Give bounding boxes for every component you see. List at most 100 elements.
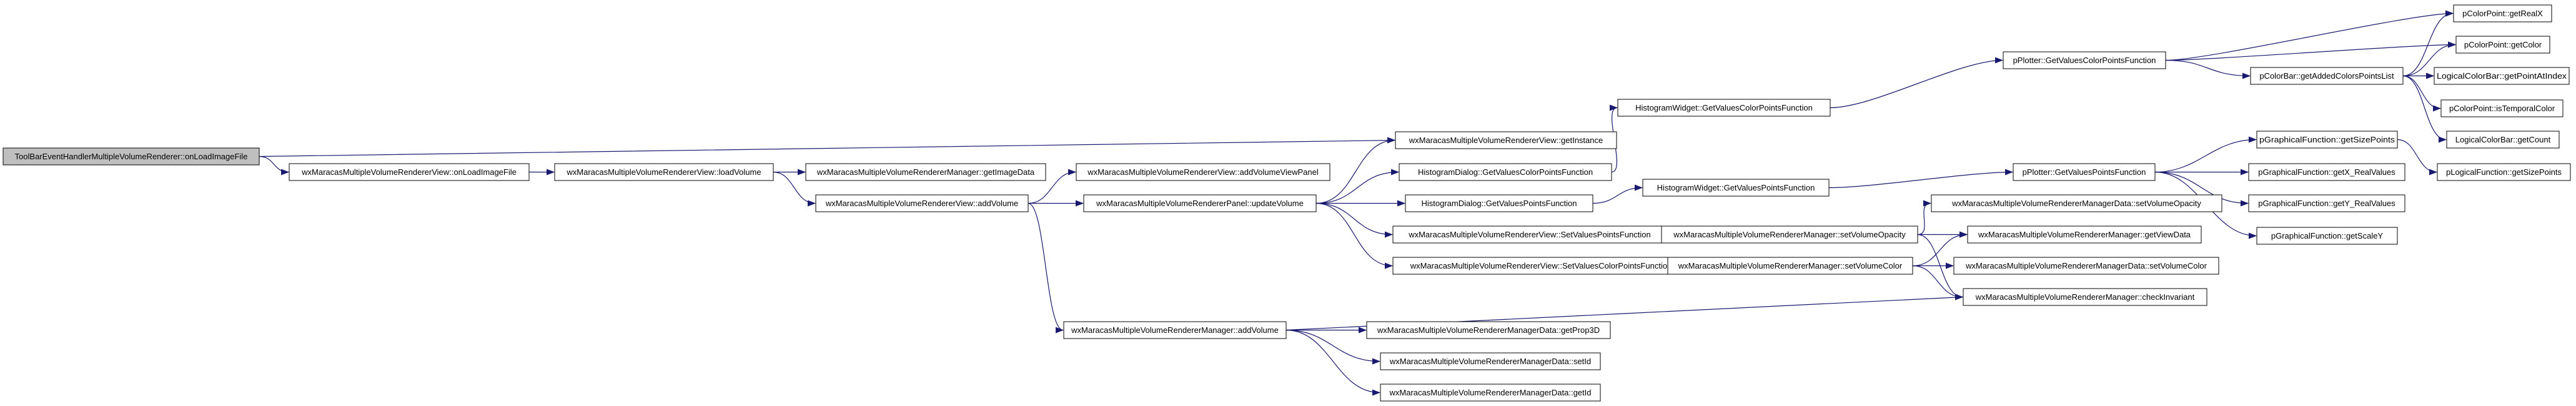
node-box <box>815 194 1029 212</box>
node-box <box>2 147 260 166</box>
edge-view_addVolume-mgr_addVolume <box>1028 202 1064 334</box>
node-hw_GetValuesPointsFunction[interactable]: HistogramWidget::GetValuesPointsFunction <box>1642 179 1830 197</box>
node-mgrdata_getId[interactable]: wxMaracasMultipleVolumeRendererManagerDa… <box>1380 384 1601 402</box>
node-label: pColorPoint::getRealX <box>2462 9 2543 18</box>
node-label: wxMaracasMultipleVolumeRendererManagerDa… <box>1389 388 1592 397</box>
node-pplotter_GetValuesColorPointsFunction[interactable]: pPlotter::GetValuesColorPointsFunction <box>2003 51 2166 69</box>
node-pcp_getRealX[interactable]: pColorPoint::getRealX <box>2453 4 2552 22</box>
edge-panel_updateVolume-view_SetValuesPointsFunction <box>1315 202 1393 238</box>
edge-pgf_getSizePoints-plf_getSizePoints <box>2397 139 2437 176</box>
node-label: wxMaracasMultipleVolumeRendererManager::… <box>1975 292 2195 302</box>
node-panel_updateVolume[interactable]: wxMaracasMultipleVolumeRendererPanel::up… <box>1083 194 1317 212</box>
edge-panel_updateVolume-hd_GetValuesColorPointsFunction <box>1315 169 1399 204</box>
node-box <box>1392 225 1667 244</box>
node-label: pColorPoint::isTemporalColor <box>2449 104 2555 113</box>
node-box <box>2455 36 2550 54</box>
node-pcp_getColor[interactable]: pColorPoint::getColor <box>2455 36 2550 54</box>
node-view_SetValuesColorPointsFunction[interactable]: wxMaracasMultipleVolumeRendererView::Set… <box>1392 257 1690 275</box>
node-label: ToolBarEventHandlerMultipleVolumeRendere… <box>15 152 248 161</box>
node-mgr_setVolumeColor[interactable]: wxMaracasMultipleVolumeRendererManager::… <box>1667 257 1913 275</box>
node-box <box>2013 163 2156 181</box>
node-lcb_getPointAtIndex[interactable]: LogicalColorBar::getPointAtIndex <box>2434 67 2570 85</box>
edge-pplotter_GetValuesColorPointsFunction-pcp_getRealX <box>2165 10 2454 61</box>
node-box <box>1931 194 2222 212</box>
node-pgf_getSizePoints[interactable]: pGraphicalFunction::getSizePoints <box>2256 131 2398 149</box>
node-box <box>1405 194 1593 212</box>
node-label: wxMaracasMultipleVolumeRendererView::get… <box>1409 136 1603 145</box>
node-view_onLoadImageFile[interactable]: wxMaracasMultipleVolumeRendererView::onL… <box>289 163 530 181</box>
node-label: wxMaracasMultipleVolumeRendererManagerDa… <box>1965 261 2207 270</box>
node-mgr_getViewData[interactable]: wxMaracasMultipleVolumeRendererManager::… <box>1967 225 2202 244</box>
node-label: HistogramWidget::GetValuesPointsFunction <box>1657 183 1815 192</box>
edge-pcb_getAddedColorsPointsList-pcp_getRealX <box>2402 10 2454 77</box>
node-view_addVolume[interactable]: wxMaracasMultipleVolumeRendererView::add… <box>815 194 1029 212</box>
edge-pcb_getAddedColorsPointsList-lcb_getCount <box>2402 75 2447 143</box>
node-lcb_getCount[interactable]: LogicalColorBar::getCount <box>2446 131 2560 149</box>
node-label: pGraphicalFunction::getScaleY <box>2271 231 2384 240</box>
edge-root-view_onLoadImageFile <box>259 156 289 176</box>
node-pcp_isTemporalColor[interactable]: pColorPoint::isTemporalColor <box>2440 99 2564 117</box>
node-view_loadVolume[interactable]: wxMaracasMultipleVolumeRendererView::loa… <box>554 163 774 181</box>
node-label: wxMaracasMultipleVolumeRendererManager::… <box>1673 230 1906 239</box>
node-label: wxMaracasMultipleVolumeRendererManagerDa… <box>1389 357 1591 366</box>
node-box <box>2003 51 2166 69</box>
node-label: wxMaracasMultipleVolumeRendererView::add… <box>825 199 1018 208</box>
edge-view_addVolume-view_addVolumeViewPanel <box>1028 169 1076 204</box>
edge-view_loadVolume-view_addVolume <box>773 171 816 207</box>
node-mgrdata_setVolumeOpacity[interactable]: wxMaracasMultipleVolumeRendererManagerDa… <box>1931 194 2222 212</box>
edge-panel_updateVolume-view_getInstance <box>1315 137 1395 204</box>
node-label: LogicalColorBar::getCount <box>2455 135 2551 144</box>
edge-pplotter_GetValuesColorPointsFunction-pcb_getAddedColorsPointsList <box>2165 59 2251 79</box>
edge-pplotter_GetValuesColorPointsFunction-pcp_getColor <box>2165 41 2456 61</box>
node-hw_GetValuesColorPointsFunction[interactable]: HistogramWidget::GetValuesColorPointsFun… <box>1617 99 1831 117</box>
node-root[interactable]: ToolBarEventHandlerMultipleVolumeRendere… <box>2 147 260 166</box>
edge-pcb_getAddedColorsPointsList-pcp_getColor <box>2402 41 2456 77</box>
node-label: LogicalColorBar::getPointAtIndex <box>2437 71 2567 81</box>
node-box <box>1617 99 1831 117</box>
node-hd_GetValuesColorPointsFunction[interactable]: HistogramDialog::GetValuesColorPointsFun… <box>1399 163 1612 181</box>
node-plf_getSizePoints[interactable]: pLogicalFunction::getSizePoints <box>2437 163 2571 181</box>
node-pplotter_GetValuesPointsFunction[interactable]: pPlotter::GetValuesPointsFunction <box>2013 163 2156 181</box>
node-box <box>1661 225 1918 244</box>
node-pgf_getX_RealValues[interactable]: pGraphicalFunction::getX_RealValues <box>2248 163 2405 181</box>
node-box <box>2256 131 2398 149</box>
node-box <box>1083 194 1317 212</box>
node-label: wxMaracasMultipleVolumeRendererManagerDa… <box>1951 199 2201 208</box>
node-label: pGraphicalFunction::getY_RealValues <box>2258 199 2395 208</box>
node-label: pGraphicalFunction::getX_RealValues <box>2258 167 2395 177</box>
edge-pplotter_GetValuesPointsFunction-pgf_getY_RealValues <box>2154 171 2249 207</box>
node-label: pLogicalFunction::getSizePoints <box>2446 167 2562 177</box>
node-pcb_getAddedColorsPointsList[interactable]: pColorBar::getAddedColorsPointsList <box>2250 67 2404 85</box>
node-mgrdata_setId[interactable]: wxMaracasMultipleVolumeRendererManagerDa… <box>1380 352 1601 370</box>
node-box <box>2440 99 2564 117</box>
node-pgf_getScaleY[interactable]: pGraphicalFunction::getScaleY <box>2256 227 2398 245</box>
node-box <box>2434 67 2570 85</box>
node-mgr_addVolume[interactable]: wxMaracasMultipleVolumeRendererManager::… <box>1063 321 1287 339</box>
node-view_SetValuesPointsFunction[interactable]: wxMaracasMultipleVolumeRendererView::Set… <box>1392 225 1667 244</box>
node-box <box>805 163 1046 181</box>
node-label: pColorBar::getAddedColorsPointsList <box>2259 71 2394 81</box>
node-box <box>1063 321 1287 339</box>
edge-hw_GetValuesColorPointsFunction-pplotter_GetValuesColorPointsFunction <box>1830 57 2003 109</box>
node-mgr_checkInvariant[interactable]: wxMaracasMultipleVolumeRendererManager::… <box>1963 288 2207 306</box>
node-mgrdata_getProp3D[interactable]: wxMaracasMultipleVolumeRendererManagerDa… <box>1366 321 1611 339</box>
node-box <box>1366 321 1611 339</box>
node-view_addVolumeViewPanel[interactable]: wxMaracasMultipleVolumeRendererView::add… <box>1076 163 1330 181</box>
node-box <box>1399 163 1612 181</box>
node-hd_GetValuesPointsFunction[interactable]: HistogramDialog::GetValuesPointsFunction <box>1405 194 1593 212</box>
node-pgf_getY_RealValues[interactable]: pGraphicalFunction::getY_RealValues <box>2248 194 2405 212</box>
node-mgr_setVolumeOpacity[interactable]: wxMaracasMultipleVolumeRendererManager::… <box>1661 225 1918 244</box>
node-box <box>2446 131 2560 149</box>
node-box <box>2453 4 2552 22</box>
node-mgr_getImageData[interactable]: wxMaracasMultipleVolumeRendererManager::… <box>805 163 1046 181</box>
node-label: wxMaracasMultipleVolumeRendererView::loa… <box>566 167 761 177</box>
node-box <box>554 163 774 181</box>
node-box <box>1967 225 2202 244</box>
node-label: pPlotter::GetValuesPointsFunction <box>2023 167 2146 177</box>
node-mgrdata_setVolumeColor[interactable]: wxMaracasMultipleVolumeRendererManagerDa… <box>1953 257 2219 275</box>
node-view_getInstance[interactable]: wxMaracasMultipleVolumeRendererView::get… <box>1395 131 1617 149</box>
node-box <box>1395 131 1617 149</box>
node-label: pPlotter::GetValuesColorPointsFunction <box>2013 56 2156 65</box>
